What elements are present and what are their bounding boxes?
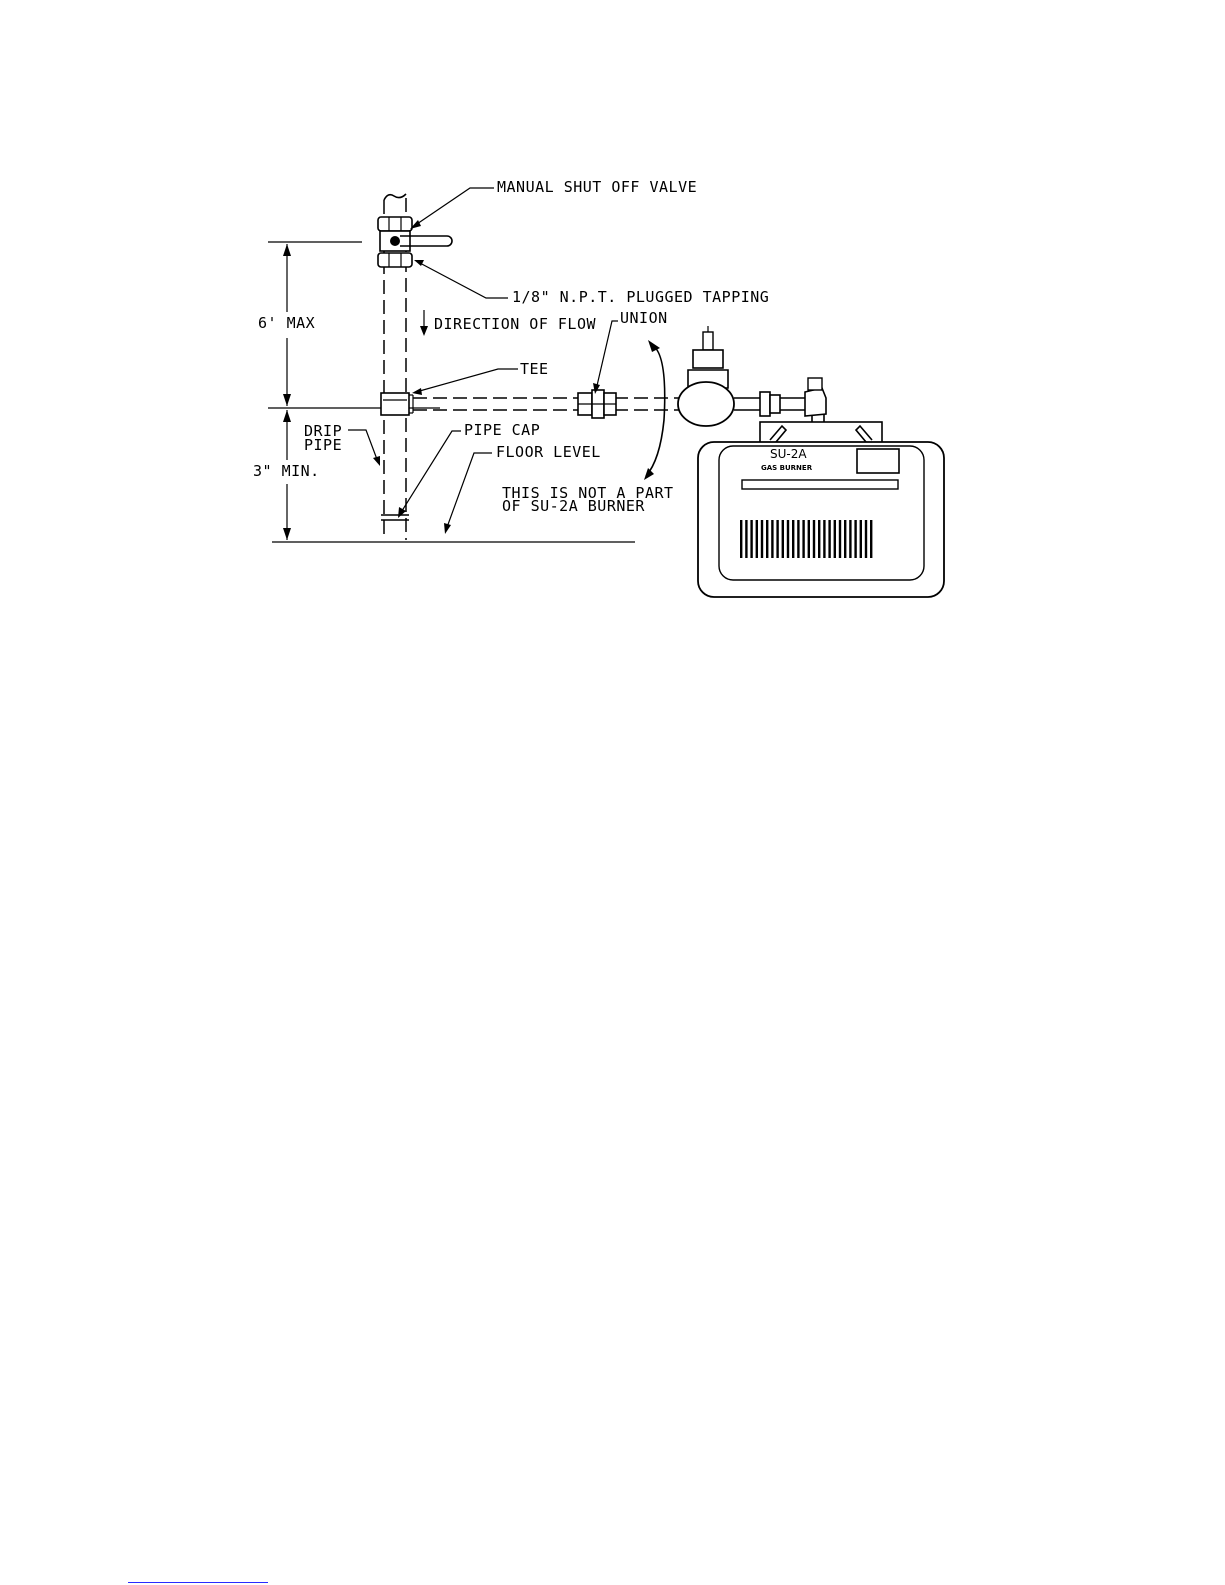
gas-valve-assembly (678, 326, 826, 436)
vent-slot (792, 520, 794, 558)
tee-fitting (381, 393, 413, 415)
union-fitting (578, 390, 616, 418)
label-tee: TEE (520, 360, 549, 378)
vent-slot (849, 520, 851, 558)
vent-slot (865, 520, 867, 558)
vent-slot (750, 520, 752, 558)
vent-slot (787, 520, 789, 558)
vent-slot (860, 520, 862, 558)
vent-slot (844, 520, 846, 558)
horizontal-pipe (413, 398, 680, 410)
label-burner-model: SU-2A (770, 447, 807, 461)
vent-slot (828, 520, 830, 558)
vent-slot (797, 520, 799, 558)
footnote-rule (128, 1582, 268, 1583)
label-min-dimension: 3" MIN. (253, 462, 320, 480)
vent-slot (854, 520, 856, 558)
vent-slot (818, 520, 820, 558)
label-floor-level: FLOOR LEVEL (496, 443, 601, 461)
burner-mount-plate (760, 422, 882, 444)
pipe-cap (381, 515, 409, 520)
vent-slot (870, 520, 872, 558)
vent-slot (740, 520, 742, 558)
vent-slot (839, 520, 841, 558)
vent-slot (776, 520, 778, 558)
vent-slot (771, 520, 773, 558)
label-manual-shutoff-valve: MANUAL SHUT OFF VALVE (497, 178, 697, 196)
flow-arrow (420, 310, 428, 336)
label-direction-of-flow: DIRECTION OF FLOW (434, 315, 596, 333)
label-plugged-tapping: 1/8" N.P.T. PLUGGED TAPPING (512, 288, 769, 306)
vent-slot (745, 520, 747, 558)
vent-slot (834, 520, 836, 558)
label-pipe-cap: PIPE CAP (464, 421, 540, 439)
label-union: UNION (620, 309, 668, 327)
vent-slot (813, 520, 815, 558)
vent-slot (802, 520, 804, 558)
label-burner-type: GAS BURNER (761, 464, 813, 472)
vent-slot (761, 520, 763, 558)
label-not-part-line2: OF SU-2A BURNER (502, 497, 645, 515)
vent-slot (782, 520, 784, 558)
vent-slot (808, 520, 810, 558)
burner-housing (698, 442, 944, 597)
label-pipe: PIPE (304, 436, 342, 454)
vent-slot (823, 520, 825, 558)
vent-slot (756, 520, 758, 558)
label-max-dimension: 6' MAX (258, 314, 315, 332)
vent-slot (766, 520, 768, 558)
